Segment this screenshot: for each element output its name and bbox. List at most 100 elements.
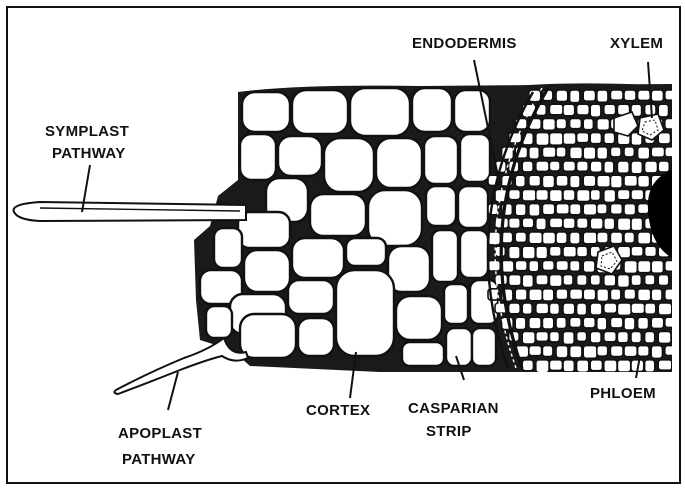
stele-cell bbox=[624, 175, 638, 186]
stele-cell bbox=[610, 289, 620, 300]
stele-cell bbox=[549, 218, 562, 228]
cortex-cell bbox=[460, 134, 490, 182]
stele-cell bbox=[645, 331, 655, 343]
stele-cell bbox=[624, 147, 634, 157]
apoplast-pathway-arrow bbox=[114, 338, 248, 394]
stele-cell bbox=[542, 147, 556, 158]
stele-cell bbox=[658, 360, 672, 370]
stele-cell bbox=[515, 204, 526, 216]
cortex-cell bbox=[376, 138, 422, 188]
stele-cell bbox=[665, 260, 675, 271]
stele-cell bbox=[597, 289, 609, 302]
stele-cell bbox=[590, 303, 602, 315]
stele-cell bbox=[624, 346, 637, 357]
stele-cell bbox=[658, 303, 672, 315]
stele-cell bbox=[522, 189, 536, 201]
stele-cell bbox=[590, 218, 603, 229]
stele-cell bbox=[610, 232, 622, 244]
stele-cell bbox=[651, 90, 663, 101]
cortex-cell bbox=[444, 284, 468, 324]
stele-cell bbox=[577, 331, 587, 341]
stele-cell bbox=[570, 204, 581, 215]
stele-cell bbox=[631, 303, 645, 314]
stele-cell bbox=[542, 232, 555, 244]
stele-cell bbox=[631, 275, 641, 286]
stele-cell bbox=[536, 246, 548, 259]
stele-cell bbox=[577, 189, 591, 201]
stele-cell bbox=[631, 161, 642, 174]
stele-cell bbox=[583, 90, 595, 101]
stele-cell bbox=[542, 204, 554, 215]
stele-cell bbox=[597, 346, 608, 357]
cortex-cell bbox=[336, 270, 394, 356]
stele-cell bbox=[638, 90, 651, 100]
stele-cell bbox=[590, 189, 600, 200]
stele-cell bbox=[529, 232, 543, 244]
stele-cell bbox=[583, 204, 597, 216]
stele-cell bbox=[549, 331, 559, 342]
stele-cell bbox=[597, 175, 611, 187]
stele-cell bbox=[638, 147, 650, 159]
stele-cell bbox=[638, 204, 649, 214]
stele-cell bbox=[665, 147, 677, 157]
stele-cell bbox=[617, 189, 630, 199]
stele-cell bbox=[583, 232, 597, 244]
stele-cell bbox=[651, 346, 662, 359]
stele-cell bbox=[529, 147, 540, 159]
stele-cell bbox=[509, 246, 521, 259]
stele-cell bbox=[515, 175, 525, 187]
stele-cell bbox=[645, 360, 655, 372]
stele-cell bbox=[509, 218, 521, 229]
stele-cell bbox=[590, 360, 602, 371]
stele-cell bbox=[645, 246, 657, 256]
stele-cell bbox=[515, 260, 527, 270]
stele-cell bbox=[529, 204, 540, 217]
label-symplast-line1: SYMPLAST bbox=[45, 123, 129, 140]
stele-cell bbox=[604, 161, 614, 173]
cortex-cell bbox=[472, 328, 496, 366]
stele-cell bbox=[549, 133, 563, 146]
stele-cell bbox=[638, 289, 651, 301]
stele-cell bbox=[563, 275, 573, 286]
cortex-cell bbox=[350, 88, 410, 136]
stele-cell bbox=[665, 289, 675, 300]
stele-cell bbox=[542, 118, 555, 130]
stele-cell bbox=[651, 260, 663, 273]
stele-cell bbox=[570, 232, 581, 244]
stele-cell bbox=[617, 161, 629, 173]
stele-cell bbox=[631, 331, 641, 342]
stele-cell bbox=[610, 90, 623, 100]
stele-cell bbox=[624, 204, 636, 216]
cortex-cell bbox=[424, 136, 458, 184]
stele-cell bbox=[577, 246, 588, 257]
stele-cell bbox=[638, 175, 650, 187]
stele-cell bbox=[529, 346, 542, 356]
stele-cell bbox=[549, 161, 560, 171]
stele-cell bbox=[536, 303, 549, 314]
stele-cell bbox=[624, 289, 636, 300]
stele-cell bbox=[658, 331, 671, 343]
stele-cell bbox=[672, 189, 685, 201]
stele-cell bbox=[610, 147, 621, 157]
stele-cell bbox=[583, 118, 593, 129]
cortex-cell bbox=[402, 342, 444, 366]
stele-cell bbox=[522, 275, 533, 288]
stele-cell bbox=[556, 346, 568, 358]
stele-cell bbox=[563, 161, 575, 171]
stele-cell bbox=[509, 189, 521, 199]
stele-cell bbox=[597, 317, 607, 330]
stele-cell bbox=[590, 275, 600, 286]
stele-cell bbox=[509, 275, 522, 286]
label-endodermis: ENDODERMIS bbox=[412, 35, 517, 52]
stele-cell bbox=[624, 90, 636, 101]
stele-cell bbox=[536, 218, 547, 230]
label-xylem: XYLEM bbox=[610, 35, 663, 52]
stele-cell bbox=[542, 289, 553, 301]
stele-cell bbox=[563, 246, 577, 257]
stele-cell bbox=[645, 275, 655, 285]
stele-cell bbox=[597, 147, 608, 159]
stele-cell bbox=[563, 104, 575, 116]
stele-cell bbox=[522, 218, 534, 228]
stele-cell bbox=[638, 317, 649, 329]
stele-cell bbox=[631, 218, 643, 231]
